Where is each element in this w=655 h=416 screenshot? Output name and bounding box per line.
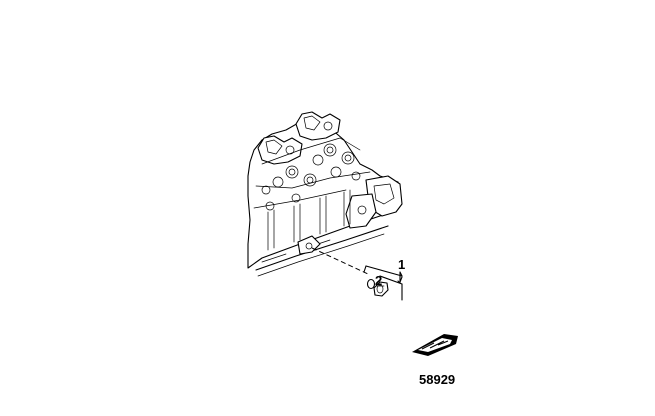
callout-1: 1 (363, 257, 405, 301)
installation-path-line (311, 247, 369, 275)
cylinder-head-assembly (247, 111, 403, 277)
callout-2: 2 (375, 273, 382, 288)
o-ring-part (366, 278, 376, 290)
callout-1-label: 1 (398, 257, 405, 272)
callout-2-label: 2 (375, 273, 382, 288)
engine-orientation-icon (412, 334, 458, 356)
figure-number: 58929 (419, 372, 455, 387)
plug-part (373, 281, 389, 297)
